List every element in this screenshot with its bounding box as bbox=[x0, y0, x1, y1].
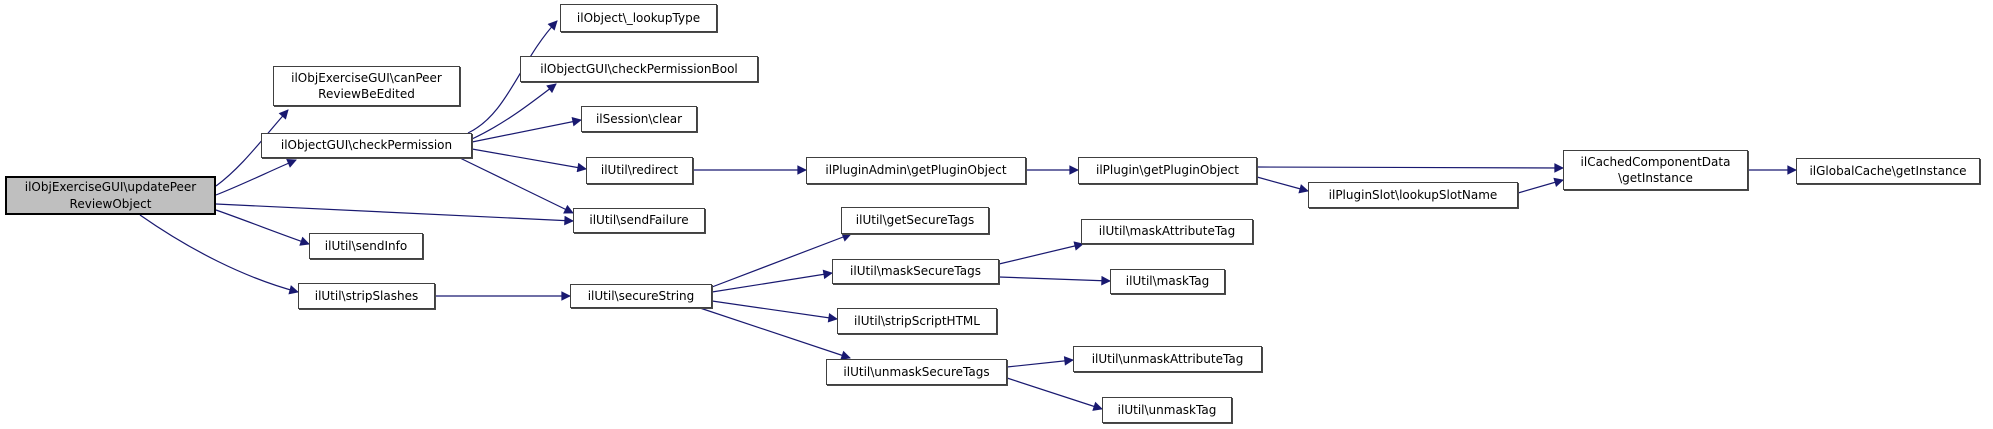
edge-checkPermission-to-checkPermissionBool bbox=[471, 83, 557, 140]
node-checkPermissionBool[interactable]: ilObjectGUI\checkPermissionBool bbox=[520, 56, 758, 82]
node-label: ilUtil\stripScriptHTML bbox=[854, 313, 980, 328]
node-unmaskSecureTags[interactable]: ilUtil\unmaskSecureTags bbox=[826, 359, 1007, 385]
node-label: \getInstance bbox=[1618, 171, 1693, 185]
edge-updatePeerReviewObject-to-sendInfo bbox=[215, 209, 310, 246]
node-label: ilUtil\secureString bbox=[587, 288, 695, 303]
node-label: ilGlobalCache\getInstance bbox=[1809, 163, 1967, 178]
node-label: ilUtil\stripSlashes bbox=[314, 288, 419, 303]
node-label: ilSession\clear bbox=[595, 111, 683, 126]
edge-pluginGetPluginObject-to-lookupSlotName bbox=[1256, 176, 1309, 194]
node-unmaskAttributeTag[interactable]: ilUtil\unmaskAttributeTag bbox=[1073, 346, 1262, 372]
node-label: ilUtil\sendFailure bbox=[589, 213, 689, 228]
node-lookupType[interactable]: ilObject\_lookupType bbox=[560, 4, 717, 32]
node-pluginGetPluginObject[interactable]: ilPlugin\getPluginObject bbox=[1078, 157, 1257, 184]
node-globalCacheGetInstance[interactable]: ilGlobalCache\getInstance bbox=[1796, 158, 1980, 184]
node-label: ilUtil\maskSecureTags bbox=[850, 264, 981, 279]
edge-lookupSlotName-to-cachedComponentDataGetInstance bbox=[1517, 177, 1564, 194]
edge-maskSecureTags-to-maskTag bbox=[998, 275, 1111, 286]
node-unmaskTag[interactable]: ilUtil\unmaskTag bbox=[1102, 397, 1232, 423]
edge-pluginGetPluginObject-to-cachedComponentDataGetInstance bbox=[1256, 163, 1564, 173]
edge-checkPermission-to-redirect bbox=[471, 148, 587, 173]
edge-group bbox=[139, 20, 1797, 411]
node-sessionClear[interactable]: ilSession\clear bbox=[581, 106, 697, 132]
edge-checkPermission-to-sendFailure bbox=[459, 157, 574, 214]
node-maskTag[interactable]: ilUtil\maskTag bbox=[1110, 269, 1225, 294]
edge-updatePeerReviewObject-to-sendFailure bbox=[215, 203, 574, 226]
edge-updatePeerReviewObject-to-stripSlashes bbox=[139, 214, 299, 295]
node-secureString[interactable]: ilUtil\secureString bbox=[570, 284, 712, 308]
edge-unmaskSecureTags-to-unmaskTag bbox=[1006, 377, 1103, 411]
node-lookupSlotName[interactable]: ilPluginSlot\lookupSlotName bbox=[1308, 182, 1518, 208]
node-label: ReviewObject bbox=[69, 196, 152, 211]
node-stripScriptHTML[interactable]: ilUtil\stripScriptHTML bbox=[837, 308, 997, 334]
node-label: ilObjectGUI\checkPermissionBool bbox=[540, 61, 738, 76]
edge-secureString-to-maskSecureTags bbox=[711, 269, 833, 293]
node-redirect[interactable]: ilUtil\redirect bbox=[586, 157, 693, 184]
node-maskAttributeTag[interactable]: ilUtil\maskAttributeTag bbox=[1081, 219, 1253, 244]
edge-unmaskSecureTags-to-unmaskAttributeTag bbox=[1006, 356, 1074, 368]
node-label: ilUtil\redirect bbox=[600, 163, 679, 178]
node-label: ilObjExerciseGUI\updatePeer bbox=[24, 180, 197, 195]
node-sendInfo[interactable]: ilUtil\sendInfo bbox=[309, 233, 423, 259]
node-label: ilObject\_lookupType bbox=[576, 10, 701, 25]
edge-checkPermission-to-lookupType bbox=[467, 20, 558, 134]
node-label: ilUtil\maskTag bbox=[1125, 274, 1210, 289]
edge-secureString-to-stripScriptHTML bbox=[711, 300, 838, 323]
edge-secureString-to-getSecureTags bbox=[711, 232, 852, 288]
node-label: ilCachedComponentData bbox=[1580, 154, 1731, 169]
node-label: ilUtil\sendInfo bbox=[324, 238, 408, 253]
node-label: ilPlugin\getPluginObject bbox=[1096, 163, 1239, 178]
node-checkPermission[interactable]: ilObjectGUI\checkPermission bbox=[261, 133, 472, 158]
node-label: ilPluginAdmin\getPluginObject bbox=[825, 163, 1007, 178]
node-label: ilObjectGUI\checkPermission bbox=[280, 138, 453, 153]
edge-updatePeerReviewObject-to-checkPermission bbox=[215, 158, 297, 196]
node-label: ilUtil\unmaskAttributeTag bbox=[1091, 351, 1244, 366]
node-pluginAdminGetPluginObject[interactable]: ilPluginAdmin\getPluginObject bbox=[806, 157, 1026, 184]
node-label: ilUtil\getSecureTags bbox=[855, 213, 975, 228]
node-getSecureTags[interactable]: ilUtil\getSecureTags bbox=[841, 207, 989, 234]
node-label: ilPluginSlot\lookupSlotName bbox=[1328, 187, 1498, 202]
edge-secureString-to-unmaskSecureTags bbox=[699, 307, 851, 360]
node-label: ReviewBeEdited bbox=[318, 87, 415, 101]
node-label: ilUtil\maskAttributeTag bbox=[1098, 224, 1236, 239]
node-label: ilObjExerciseGUI\canPeer bbox=[291, 70, 442, 85]
edge-updatePeerReviewObject-to-canPeerReviewBeEdited bbox=[215, 109, 289, 187]
node-stripSlashes[interactable]: ilUtil\stripSlashes bbox=[298, 283, 435, 309]
node-label: ilUtil\unmaskTag bbox=[1117, 402, 1217, 417]
edge-checkPermission-to-sessionClear bbox=[471, 117, 582, 143]
node-maskSecureTags[interactable]: ilUtil\maskSecureTags bbox=[832, 259, 999, 284]
node-sendFailure[interactable]: ilUtil\sendFailure bbox=[573, 208, 705, 233]
edge-maskSecureTags-to-maskAttributeTag bbox=[998, 241, 1084, 265]
node-cachedComponentDataGetInstance[interactable]: ilCachedComponentData \getInstance bbox=[1563, 150, 1748, 190]
node-label: ilUtil\unmaskSecureTags bbox=[843, 364, 990, 379]
